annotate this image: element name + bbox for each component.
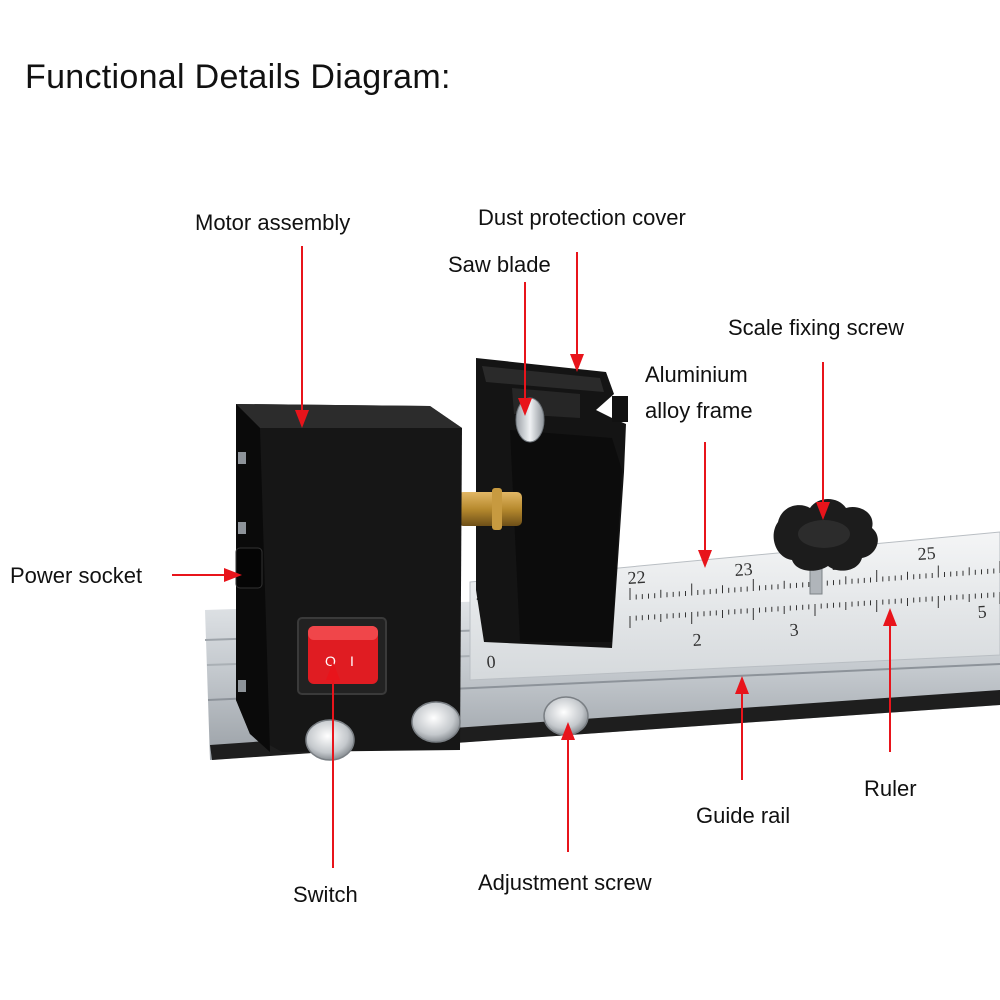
- power-socket: [235, 547, 263, 589]
- scale-fixing-knob: [773, 499, 878, 595]
- rocker-switch: O I: [297, 617, 387, 695]
- motor-assembly-housing: [236, 404, 462, 752]
- ruler-lower-mark-2: 2: [692, 629, 702, 650]
- label-saw-blade: Saw blade: [448, 252, 551, 277]
- label-power-socket: Power socket: [10, 563, 143, 588]
- arrow-saw-blade: [518, 282, 532, 416]
- label-dust-protection-cover: Dust protection cover: [478, 205, 686, 230]
- arrow-ruler: [883, 608, 897, 752]
- ruler-upper-mark-23: 23: [734, 559, 753, 580]
- arrow-power-socket: [172, 568, 242, 582]
- label-motor-assembly: Motor assembly: [195, 210, 351, 235]
- ruler-lower-mark-0: 0: [486, 651, 496, 672]
- ruler-upper-mark-22: 22: [627, 567, 646, 588]
- switch-on-mark: I: [350, 653, 354, 669]
- arrow-motor-assembly: [295, 246, 309, 428]
- diagram-title: Functional Details Diagram:: [25, 58, 451, 96]
- ruler-lower-mark-3: 3: [789, 619, 799, 640]
- thumb-screw-left: [305, 719, 355, 761]
- switch-off-mark: O: [325, 653, 336, 669]
- arrow-dust-protection-cover: [570, 252, 584, 372]
- thumb-screw-middle: [411, 701, 461, 743]
- label-ruler: Ruler: [864, 776, 917, 801]
- label-switch: Switch: [293, 882, 358, 907]
- arrow-scale-fixing-screw: [816, 362, 830, 520]
- label-scale-fixing-screw: Scale fixing screw: [728, 315, 905, 340]
- arrow-adjustment-screw: [561, 722, 575, 852]
- ruler-lower-ticks: [629, 592, 1000, 628]
- dust-protection-cover: [476, 358, 628, 648]
- label-aluminium-alloy-frame-line2: alloy frame: [645, 398, 753, 423]
- ruler-lower-mark-5: 5: [977, 601, 987, 622]
- label-aluminium-alloy-frame-line1: Aluminium: [645, 362, 748, 387]
- brass-shaft: [458, 488, 522, 530]
- callout-arrows: [172, 246, 897, 868]
- label-guide-rail: Guide rail: [696, 803, 791, 828]
- arrow-switch: [326, 662, 340, 868]
- arrow-guide-rail: [735, 676, 749, 780]
- label-adjustment-screw: Adjustment screw: [478, 870, 652, 895]
- ruler-upper-mark-25: 25: [917, 543, 936, 564]
- arrow-aluminium-alloy-frame: [698, 442, 712, 568]
- saw-blade: [515, 397, 545, 443]
